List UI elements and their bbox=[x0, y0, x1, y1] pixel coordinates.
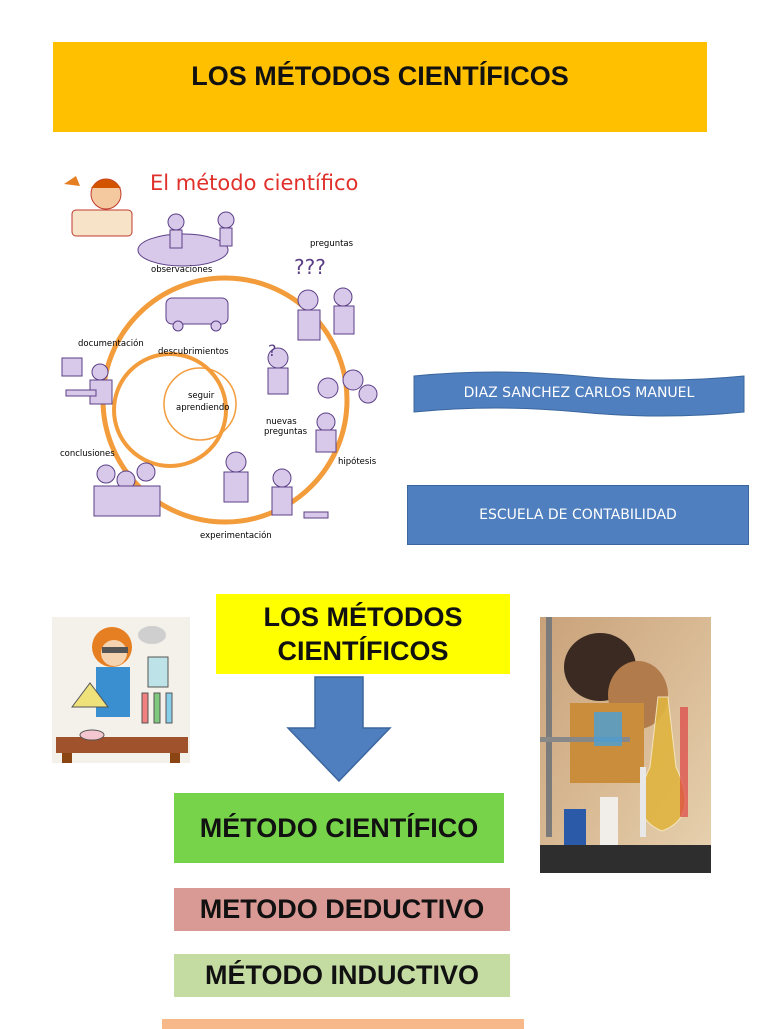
title-banner: LOS MÉTODOS CIENTÍFICOS bbox=[53, 42, 707, 132]
concept-map-heading-line2: CIENTÍFICOS bbox=[277, 636, 449, 666]
school-name: ESCUELA DE CONTABILIDAD bbox=[479, 507, 677, 523]
school-name-box: ESCUELA DE CONTABILIDAD bbox=[407, 485, 749, 545]
label-hipotesis: hipótesis bbox=[338, 456, 377, 467]
laboratory-photo bbox=[540, 617, 711, 873]
child-writing-icon bbox=[64, 176, 133, 237]
observation-scene-icon bbox=[137, 211, 235, 267]
label-descubrimientos: descubrimientos bbox=[158, 347, 229, 357]
svg-text:???: ??? bbox=[294, 255, 326, 279]
inner-cycle-ring bbox=[112, 352, 228, 468]
label-nuevas: nuevas bbox=[266, 417, 297, 427]
hypothesis-scene-icon bbox=[315, 369, 378, 453]
page-title: LOS MÉTODOS CIENTÍFICOS bbox=[191, 60, 569, 91]
concept-map-heading-box: LOS MÉTODOS CIENTÍFICOS bbox=[216, 594, 510, 674]
svg-text:?: ? bbox=[268, 341, 277, 360]
method-box-scientific: MÉTODO CIENTÍFICO bbox=[174, 793, 504, 863]
label-conclusiones: conclusiones bbox=[60, 449, 115, 459]
method-inductive-label: MÉTODO INDUCTIVO bbox=[204, 960, 479, 990]
method-box-deductive: METODO DEDUCTIVO bbox=[174, 888, 510, 931]
author-name: DIAZ SANCHEZ CARLOS MANUEL bbox=[463, 385, 695, 401]
label-experimentacion: experimentación bbox=[200, 530, 272, 541]
label-preguntas: preguntas bbox=[310, 239, 354, 249]
label-nuevas-preguntas: preguntas bbox=[264, 427, 308, 437]
method-scientific-label: MÉTODO CIENTÍFICO bbox=[199, 812, 479, 843]
discovery-vehicle-icon bbox=[165, 297, 229, 332]
documentation-scene-icon bbox=[61, 357, 113, 405]
center-ring bbox=[163, 367, 237, 441]
label-observaciones: observaciones bbox=[151, 265, 213, 275]
label-seguir: seguir bbox=[188, 391, 215, 401]
method-box-inductive: MÉTODO INDUCTIVO bbox=[174, 954, 510, 997]
questions-scene-icon: ??? bbox=[294, 255, 355, 341]
conclusions-group-icon bbox=[93, 462, 161, 517]
concept-map-heading: LOS MÉTODOS CIENTÍFICOS bbox=[263, 600, 462, 668]
girl-scientist-illustration bbox=[52, 617, 190, 763]
experimentation-scene-icon bbox=[223, 451, 329, 519]
cycle-figure-title: El método científico bbox=[150, 171, 359, 195]
method-deductive-label: METODO DEDUCTIVO bbox=[199, 894, 485, 924]
cycle-illustration: ??? ? observaci bbox=[60, 176, 378, 541]
down-arrow-icon bbox=[286, 676, 392, 782]
new-questions-scene-icon: ? bbox=[267, 341, 289, 395]
method-box-partial bbox=[162, 1019, 524, 1029]
label-documentacion: documentación bbox=[78, 338, 144, 349]
label-aprendiendo: aprendiendo bbox=[176, 403, 230, 413]
concept-map-heading-line1: LOS MÉTODOS bbox=[263, 602, 463, 632]
author-ribbon-shape bbox=[413, 371, 745, 417]
scientific-method-cycle-figure: ??? ? observaci bbox=[58, 162, 392, 544]
